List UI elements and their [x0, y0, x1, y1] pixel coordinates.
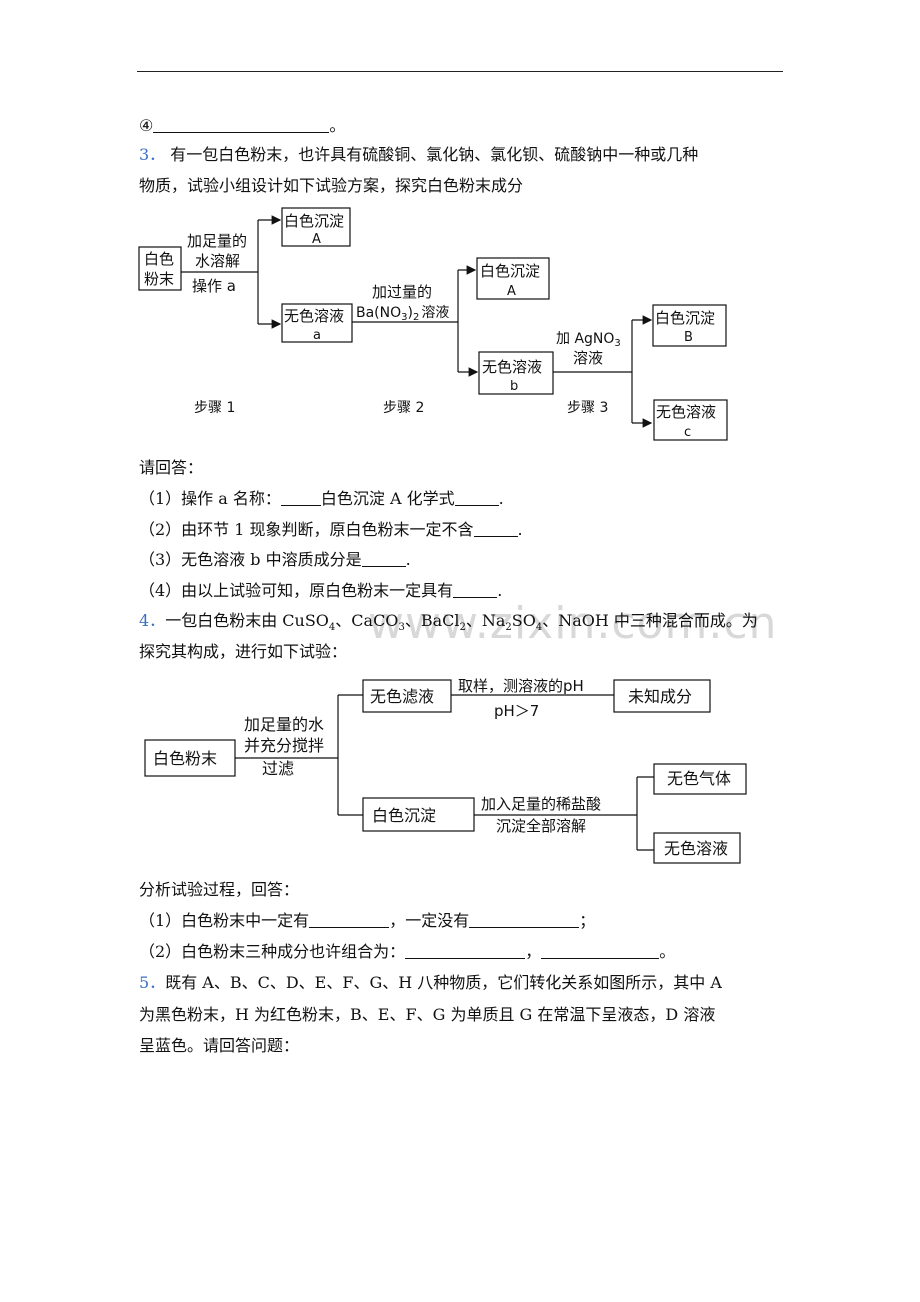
- q4-text-line2: 探究其构成，进行如下试验：: [139, 642, 348, 661]
- q3-prompt: 请回答：: [139, 458, 204, 477]
- box-white-precipitate-a: [281, 207, 351, 247]
- svg-text:A: A: [312, 232, 321, 247]
- box-colorless-solution: [653, 832, 741, 864]
- watermark: www.zixin.com.cn: [368, 598, 778, 649]
- svg-text:步骤 3: 步骤 3: [567, 400, 608, 416]
- svg-text:未知成分: 未知成分: [628, 687, 692, 706]
- q5-text-line2: 为黑色粉末，H 为红色粉末，B、E、F、G 为单质且 G 在常温下呈液态，D 溶…: [139, 1005, 716, 1024]
- answer-blank[interactable]: [473, 521, 518, 537]
- box-white-powder: [138, 246, 182, 291]
- q3-sub1: （1）操作 a 名称：白色沉淀 A 化学式.: [139, 489, 504, 508]
- q4-sub2: （2）白色粉末三种成分也许组合为：，。: [139, 942, 676, 961]
- box-colorless-solution-b: [478, 351, 554, 395]
- svg-text:加足量的水: 加足量的水: [244, 715, 324, 734]
- answer-blank[interactable]: [453, 582, 498, 598]
- q4-flow-diagram: 白色粉末 加足量的水 并充分搅拌 过滤 无色滤液 取样，测溶液的pH pH＞7 …: [144, 677, 747, 864]
- svg-text:b: b: [510, 379, 518, 394]
- svg-text:无色溶液: 无色溶液: [656, 403, 716, 421]
- q4-prompt: 分析试验过程，回答：: [139, 880, 300, 899]
- svg-text:B: B: [684, 330, 693, 345]
- svg-text:水溶解: 水溶解: [195, 252, 240, 270]
- svg-text:无色溶液: 无色溶液: [482, 358, 542, 376]
- svg-text:白色沉淀: 白色沉淀: [480, 262, 540, 280]
- svg-text:白色粉末: 白色粉末: [153, 749, 217, 768]
- answer-blank[interactable]: [153, 117, 330, 133]
- svg-text:a: a: [313, 328, 321, 343]
- question-number: 4．: [139, 611, 166, 630]
- answer-blank[interactable]: [541, 943, 660, 959]
- svg-text:并充分搅拌: 并充分搅拌: [244, 736, 324, 755]
- svg-text:Ba(NO3)2溶液: Ba(NO3)2溶液: [356, 305, 449, 323]
- svg-text:A: A: [507, 284, 516, 299]
- q3-text-line1: 3． 有一包白色粉末，也许具有硫酸铜、氯化钠、氯化钡、硫酸钠中一种或几种: [139, 145, 699, 164]
- svg-text:加 AgNO3: 加 AgNO3: [556, 331, 621, 349]
- answer-blank[interactable]: [405, 943, 526, 959]
- box-white-precipitate-a-2: [476, 257, 550, 300]
- svg-text:取样，测溶液的pH: 取样，测溶液的pH: [458, 677, 584, 695]
- box-colorless-solution-c: [653, 399, 728, 441]
- svg-text:加过量的: 加过量的: [372, 283, 432, 301]
- box-unknown-component: [613, 679, 711, 713]
- q3-sub3: （3）无色溶液 b 中溶质成分是.: [139, 550, 411, 569]
- answer-blank[interactable]: [361, 551, 406, 567]
- svg-text:无色溶液: 无色溶液: [664, 839, 728, 858]
- svg-text:粉末: 粉末: [144, 270, 174, 288]
- svg-text:无色滤液: 无色滤液: [370, 687, 434, 706]
- box-colorless-solution-a: [281, 303, 353, 343]
- q3-sub2: （2）由环节 1 现象判断，原白色粉末一定不含.: [139, 520, 523, 539]
- answer-blank[interactable]: [454, 490, 499, 506]
- box-colorless-gas: [653, 763, 747, 795]
- q2-item-4: ④。: [139, 116, 346, 135]
- svg-text:沉淀全部溶解: 沉淀全部溶解: [496, 817, 586, 835]
- svg-text:c: c: [684, 425, 691, 440]
- answer-blank[interactable]: [469, 912, 580, 928]
- svg-text:白色沉淀: 白色沉淀: [372, 806, 436, 825]
- question-number: 5．: [139, 973, 166, 992]
- svg-text:步骤 1: 步骤 1: [194, 400, 235, 416]
- svg-text:白色沉淀: 白色沉淀: [655, 309, 715, 327]
- svg-text:步骤 2: 步骤 2: [383, 400, 424, 416]
- q3-sub4: （4）由以上试验可知，原白色粉末一定具有.: [139, 581, 503, 600]
- svg-text:加入足量的稀盐酸: 加入足量的稀盐酸: [481, 795, 601, 813]
- q5-text-line1: 5．既有 A、B、C、D、E、F、G、H 八种物质，它们转化关系如图所示，其中 …: [139, 973, 722, 992]
- box-white-precipitate-b: [652, 304, 727, 347]
- q4-sub1: （1）白色粉末中一定有，一定没有；: [139, 911, 596, 930]
- svg-text:操作 a: 操作 a: [192, 277, 236, 295]
- header-rule: [137, 71, 783, 72]
- svg-text:pH＞7: pH＞7: [494, 702, 539, 720]
- svg-text:白色: 白色: [144, 250, 174, 268]
- svg-text:溶液: 溶液: [573, 349, 603, 367]
- svg-text:加足量的: 加足量的: [187, 232, 247, 250]
- box-colorless-filtrate: [362, 679, 452, 713]
- answer-blank[interactable]: [309, 912, 390, 928]
- svg-text:白色沉淀: 白色沉淀: [284, 212, 344, 230]
- svg-text:过滤: 过滤: [262, 759, 294, 778]
- q4-text-line1: 4．一包白色粉末由 CuSO4、CaCO3、BaCl2、Na2SO4、NaOH …: [139, 611, 758, 634]
- svg-text:无色溶液: 无色溶液: [284, 307, 344, 325]
- q3-flow-diagram: 白色 粉末 加足量的 水溶解 操作 a 白色沉淀 A 无色溶液 a 加过量的 B…: [138, 207, 728, 441]
- svg-text:无色气体: 无色气体: [667, 769, 731, 788]
- question-number: 3．: [139, 145, 166, 164]
- q5-text-line3: 呈蓝色。请回答问题：: [139, 1036, 300, 1055]
- q3-text-line2: 物质，试验小组设计如下试验方案，探究白色粉末成分: [139, 176, 524, 195]
- answer-blank[interactable]: [280, 490, 321, 506]
